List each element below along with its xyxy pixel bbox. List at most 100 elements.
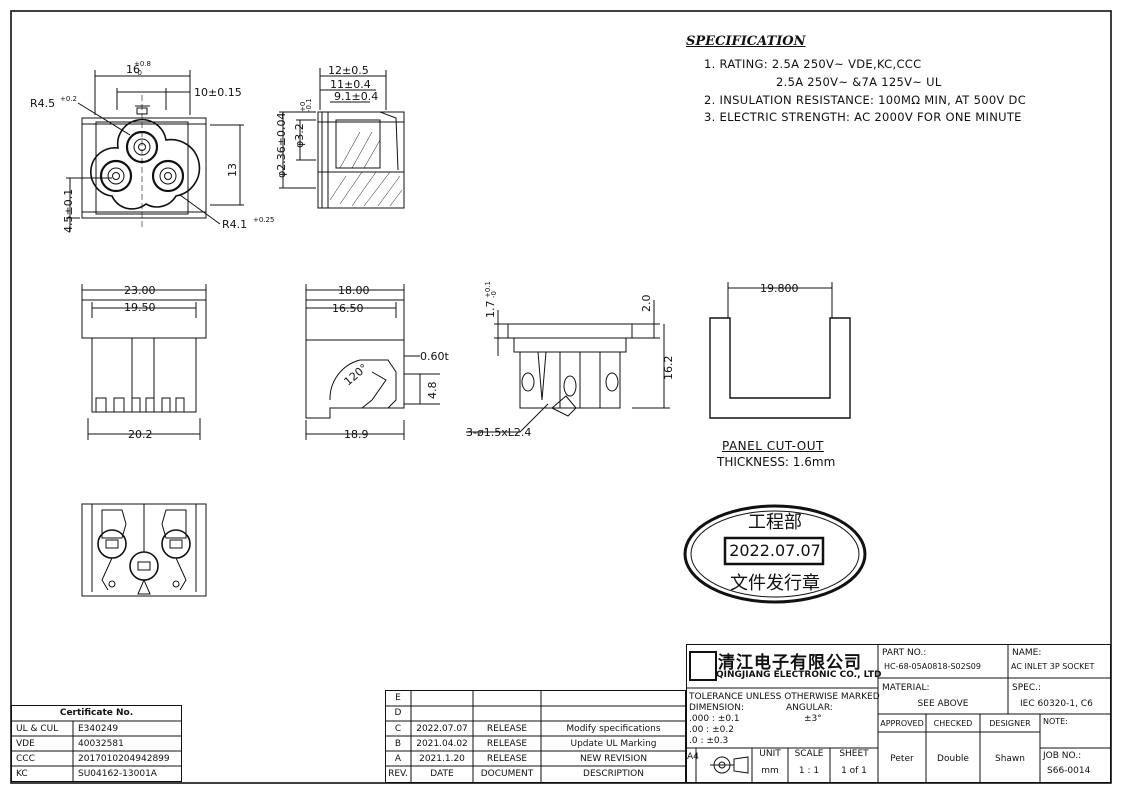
date-header: DATE	[430, 769, 454, 779]
side-section-view	[279, 68, 405, 209]
elevation-a-dims: 23.00 19.50 20.2	[124, 284, 156, 441]
note-label: NOTE:	[1043, 717, 1068, 726]
dim-r45: R4.5	[30, 97, 55, 110]
name-value: AC INLET 3P SOCKET	[1011, 662, 1095, 671]
company-name-en: QINGJIANG ELECTRONIC CO., LTD	[716, 670, 882, 680]
elevation-b-dims: 18.00 16.50 0.60t 120° 4.8 18.9	[332, 284, 449, 441]
scale-label: SCALE	[794, 749, 824, 759]
spec-strength: 3. ELECTRIC STRENGTH: AC 2000V FOR ONE M…	[704, 110, 1022, 124]
dim-10: 10±0.15	[194, 86, 242, 99]
checked-label: CHECKED	[933, 719, 973, 728]
rev-b-doc: RELEASE	[486, 739, 528, 749]
cert-no-ccc: 2017010204942899	[78, 754, 170, 764]
spec-rating-ul: 2.5A 250V~ &7A 125V~ UL	[776, 75, 942, 89]
unit-value: mm	[761, 766, 779, 776]
job-no: S66-0014	[1047, 766, 1091, 776]
job-no-label: JOB NO.:	[1043, 751, 1082, 761]
rev-d: D	[394, 708, 402, 718]
panel-cutout-thickness: THICKNESS: 1.6mm	[717, 455, 836, 469]
dim-060t: 0.60t	[420, 350, 449, 363]
spec-insulation: 2. INSULATION RESISTANCE: 100MΩ MIN, AT …	[704, 93, 1027, 107]
angular-label: ANGULAR:	[786, 703, 833, 713]
designer-value: Shawn	[995, 754, 1025, 764]
tol-angular: ±3°	[804, 714, 822, 724]
front-view	[66, 70, 244, 232]
tol-32b: -0.1	[305, 98, 313, 112]
approved-value: Peter	[890, 754, 914, 764]
title-block-grid	[686, 644, 1111, 783]
spec-title: SPECIFICATION	[686, 34, 806, 49]
tol-0: -0	[135, 69, 142, 77]
dim-165: 16.50	[332, 302, 364, 315]
rev-a: A	[394, 754, 402, 764]
rev-c-desc: Modify specifications	[566, 724, 661, 734]
dim-189: 18.9	[344, 428, 369, 441]
dim-198: 19.800	[760, 282, 799, 295]
dim-16: 16	[126, 63, 140, 76]
rev-header: REV.	[388, 769, 408, 779]
scale-value: 1 : 1	[798, 766, 820, 776]
tol-r45: +0.2	[60, 95, 77, 103]
elevation-view-b	[305, 284, 440, 440]
spec-rating: 1. RATING: 2.5A 250V~ VDE,KC,CCC	[704, 57, 922, 71]
sheet-label: SHEET	[839, 749, 869, 759]
certificate-table-grid	[11, 705, 182, 782]
spec-value: IEC 60320-1, C6	[1020, 699, 1093, 709]
tol-3: .0 : ±0.3	[689, 736, 729, 746]
pin-view-dims: 1.7 +0.1 -0 2.0 16.2 3-ø1.5xL2.4	[466, 281, 675, 439]
dim-17: 1.7	[484, 301, 497, 319]
cert-name-kc: KC	[16, 769, 28, 779]
tol-08: +0.8	[134, 60, 151, 68]
name-label: NAME:	[1012, 648, 1042, 658]
rev-a-desc: NEW REVISION	[579, 754, 648, 764]
rev-a-date: 2021.1.20	[419, 754, 465, 764]
tol-17b: -0	[490, 291, 498, 298]
cert-header: Certificate No.	[59, 708, 134, 718]
dim-13: 13	[226, 163, 239, 177]
dim-120: 120°	[342, 361, 371, 388]
tol-17a: +0.1	[484, 281, 492, 298]
tol-r41: +0.25	[253, 216, 274, 224]
designer-label: DESIGNER	[989, 719, 1031, 728]
tol-1: .000 : ±0.1	[689, 714, 740, 724]
cert-name-vde: VDE	[16, 739, 35, 749]
dim-236: φ2.36±0.04	[275, 113, 288, 178]
tol-2: .00 : ±0.2	[689, 725, 734, 735]
dim-162: 16.2	[662, 356, 675, 381]
cert-no-ul: E340249	[78, 724, 119, 734]
dim-48: 4.8	[426, 382, 439, 400]
cert-name-ccc: CCC	[16, 754, 35, 764]
elevation-view-a	[81, 284, 207, 440]
tol-32a: +0	[299, 102, 307, 112]
stamp-dept: 工程部	[748, 512, 802, 533]
rev-e: E	[395, 693, 401, 703]
side-view-dims: 12±0.5 11±0.4 9.1±0.4 φ2.36±0.04 φ3.2 +0…	[275, 64, 378, 178]
doc-header: DOCUMENT	[480, 769, 534, 779]
dim-23: 23.00	[124, 284, 156, 297]
rev-b-desc: Update UL Marking	[570, 739, 657, 749]
sheet-size: A4	[687, 752, 699, 762]
dim-12: 12±0.5	[328, 64, 369, 77]
dim-45: 4.5±0.1	[62, 189, 75, 233]
dim-18: 18.00	[338, 284, 370, 297]
spec-label: SPEC.:	[1012, 683, 1042, 693]
rev-c-date: 2022.07.07	[416, 724, 468, 734]
tolerance-label: TOLERANCE UNLESS OTHERWISE MARKED	[689, 692, 880, 702]
company-name-cn: 清江电子有限公司	[718, 653, 862, 673]
dim-11: 11±0.4	[330, 78, 371, 91]
cert-no-vde: 40032581	[78, 739, 124, 749]
release-stamp	[683, 504, 867, 604]
material-label: MATERIAL:	[882, 683, 930, 693]
panel-cutout-title: PANEL CUT-OUT	[722, 439, 824, 453]
dim-20: 2.0	[640, 295, 653, 313]
sheet-value: 1 of 1	[841, 766, 867, 776]
panel-cutout	[709, 282, 851, 419]
checked-value: Double	[937, 754, 969, 764]
rev-a-doc: RELEASE	[486, 754, 528, 764]
dimension-label: DIMENSION:	[689, 703, 744, 713]
cert-no-kc: SU04162-13001A	[78, 769, 157, 779]
dim-195: 19.50	[124, 301, 156, 314]
rev-b-date: 2021.04.02	[416, 739, 468, 749]
part-no: HC-68-05A0818-S02S09	[884, 662, 981, 671]
